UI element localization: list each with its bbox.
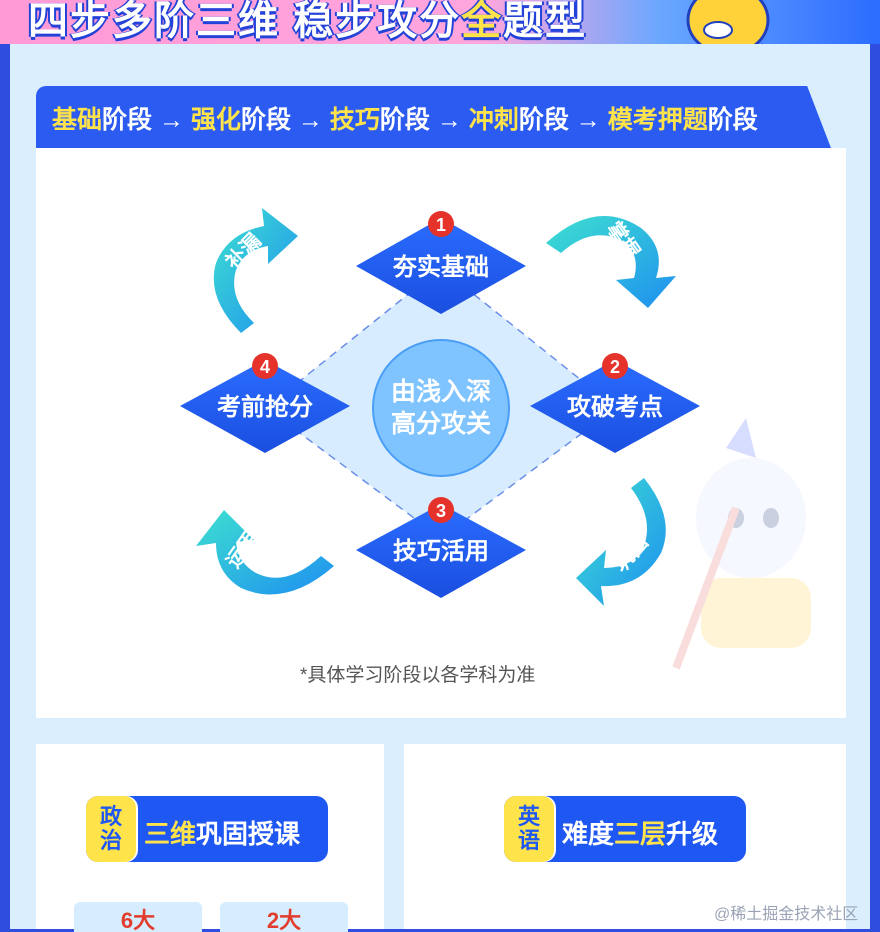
- stage-2-rest: 阶段: [240, 106, 291, 134]
- step-3-badge: [428, 497, 454, 523]
- stage-sequence: 基础阶段 → 强化阶段 → 技巧阶段 → 冲刺阶段 → 模考押题阶段: [52, 100, 758, 136]
- arrow-master: 掌握: [546, 216, 676, 308]
- arrow-fill-gaps: 补漏: [213, 208, 298, 333]
- banner-title-part4: 题型: [503, 0, 588, 43]
- card-politics: 政 治 三维巩固授课: [36, 744, 384, 929]
- banner-title: 四步多阶三维 稳步攻分全题型: [28, 0, 587, 46]
- step-1-node: 夯实基础 1: [356, 211, 526, 314]
- top-banner: 四步多阶三维 稳步攻分全题型: [0, 0, 880, 60]
- english-pill-label: 难度三层升级: [562, 814, 718, 851]
- center-circle: [372, 339, 510, 477]
- card-english: 英 语 难度三层升级: [404, 744, 846, 929]
- english-label-highlight: 三层: [614, 819, 667, 849]
- center-text-line1: 由浅入深: [391, 378, 491, 406]
- step-2-node: 攻破考点 2: [530, 353, 700, 453]
- politics-label-highlight: 三维: [144, 819, 197, 849]
- politics-tag-line1: 政: [99, 804, 122, 829]
- english-label-rest: 升级: [666, 819, 719, 849]
- english-tag: 英 语: [504, 796, 554, 862]
- mini-tile-1: 6大: [74, 902, 202, 932]
- politics-tag: 政 治: [86, 796, 136, 862]
- stage-5-rest: 阶段: [707, 106, 758, 134]
- english-tag-line2: 语: [517, 828, 540, 853]
- step-2-label: 攻破考点: [567, 394, 663, 421]
- politics-tag-line2: 治: [99, 828, 122, 853]
- stage-1-rest: 阶段: [102, 106, 153, 134]
- step-3-label: 技巧活用: [393, 538, 489, 565]
- step-4-badge: [252, 353, 278, 379]
- stage-4-highlight: 冲刺: [468, 106, 519, 134]
- center-text-line2: 高分攻关: [391, 409, 491, 438]
- step-3-number: 3: [436, 501, 446, 521]
- stage-arrow: →: [297, 106, 323, 134]
- english-tag-line1: 英: [517, 804, 540, 829]
- stage-arrow: →: [575, 106, 601, 134]
- step-4-number: 4: [260, 357, 270, 377]
- stage-bar: [36, 86, 831, 148]
- politics-label-rest: 巩固授课: [196, 819, 301, 849]
- step-1-label: 夯实基础: [392, 253, 489, 281]
- step-3-node: 技巧活用 3: [356, 497, 526, 598]
- stage-4-rest: 阶段: [518, 106, 569, 134]
- politics-pill-label: 三维巩固授课: [144, 814, 300, 851]
- banner-title-part1: 四步多阶三维: [28, 0, 280, 43]
- stage-3-highlight: 技巧: [329, 106, 380, 134]
- step-1-badge: [428, 211, 454, 237]
- footnote: *具体学习阶段以各学科为准: [300, 665, 536, 686]
- arrow-consolidate: 巩固: [576, 478, 666, 606]
- stage-5-highlight: 模考押题: [607, 106, 708, 134]
- english-pill: 英 语 难度三层升级: [504, 796, 746, 862]
- english-label-plain: 难度: [562, 819, 615, 849]
- site-watermark: @稀土掘金技术社区: [714, 906, 859, 923]
- stage-1-highlight: 基础: [52, 106, 103, 134]
- mascot-watermark: [672, 418, 811, 670]
- stage-arrow: →: [436, 106, 462, 134]
- step-4-label: 考前抢分: [217, 393, 313, 421]
- step-1-number: 1: [436, 215, 446, 235]
- step-2-number: 2: [610, 357, 620, 377]
- politics-pill: 政 治 三维巩固授课: [86, 796, 328, 862]
- step-4-node: 考前抢分 4: [180, 353, 350, 453]
- stage-2-highlight: 强化: [190, 106, 241, 134]
- learning-cycle-diagram: 由浅入深 高分攻关 夯实基础 1 攻破考点 2 技巧活用 3 考前抢分 4 掌握…: [180, 208, 811, 670]
- step-2-badge: [602, 353, 628, 379]
- arrow-apply: 运用: [196, 510, 334, 595]
- banner-title-part2: 稳步攻分: [293, 0, 462, 43]
- stage-3-rest: 阶段: [379, 106, 430, 134]
- stage-arrow: →: [158, 106, 184, 134]
- banner-title-highlight: 全: [461, 0, 504, 43]
- mini-tile-2: 2大: [220, 902, 348, 932]
